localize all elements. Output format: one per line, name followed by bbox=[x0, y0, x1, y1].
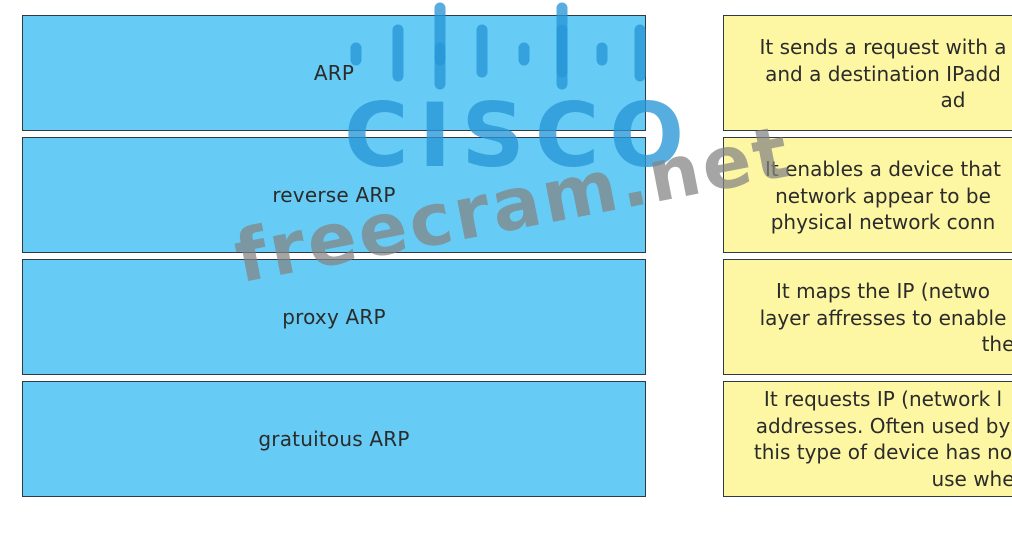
term-box-arp[interactable]: ARP bbox=[22, 15, 646, 131]
description-line: It sends a request with a bbox=[759, 35, 1007, 59]
term-label: proxy ARP bbox=[282, 305, 386, 329]
description-box-4[interactable]: It requests IP (network l addresses. Oft… bbox=[723, 381, 1012, 497]
description-box-1[interactable]: It sends a request with a and a destinat… bbox=[723, 15, 1012, 131]
description-line: the bbox=[981, 332, 1012, 356]
term-label: ARP bbox=[313, 61, 355, 85]
description-line: ad bbox=[940, 88, 966, 112]
description-line: It enables a device that bbox=[765, 157, 1001, 181]
description-line: use whe bbox=[931, 466, 1012, 491]
term-box-reverse-arp[interactable]: reverse ARP bbox=[22, 137, 646, 253]
description-line: and a destination IPadd bbox=[765, 61, 1001, 86]
description-line: It requests IP (network l bbox=[763, 387, 1003, 411]
description-line: physical network conn bbox=[770, 210, 996, 234]
description-line: this type of device has no bbox=[753, 440, 1012, 464]
description-line: addresses. Often used by bbox=[755, 413, 1011, 438]
description-box-3[interactable]: It maps the IP (netwo layer affresses to… bbox=[723, 259, 1012, 375]
description-line: layer affresses to enable bbox=[759, 305, 1007, 330]
description-line: network appear to be bbox=[775, 183, 991, 208]
term-box-gratuitous-arp[interactable]: gratuitous ARP bbox=[22, 381, 646, 497]
description-box-2[interactable]: It enables a device that network appear … bbox=[723, 137, 1012, 253]
term-label: reverse ARP bbox=[272, 183, 396, 207]
description-line: It maps the IP (netwo bbox=[775, 279, 991, 303]
term-label: gratuitous ARP bbox=[258, 427, 410, 451]
term-box-proxy-arp[interactable]: proxy ARP bbox=[22, 259, 646, 375]
